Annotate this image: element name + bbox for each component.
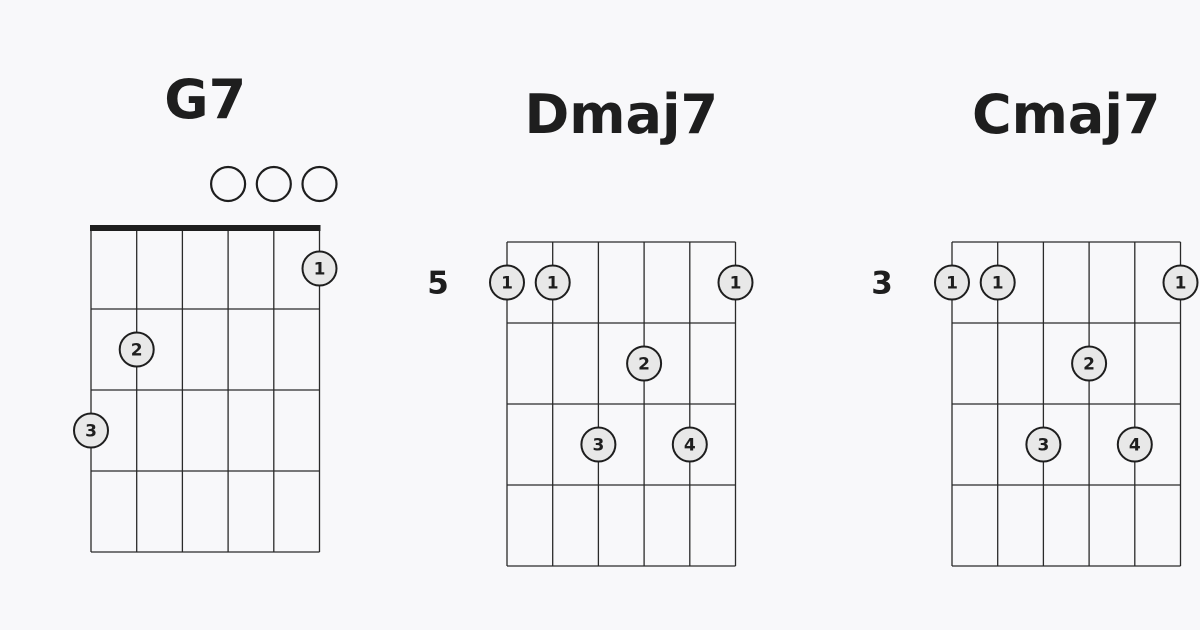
finger-number: 1 <box>314 260 326 280</box>
finger-dot-circle <box>1116 426 1153 463</box>
finger-dot: 2 <box>118 331 155 368</box>
finger-dot-circle <box>717 264 754 301</box>
finger-number: 3 <box>592 436 604 456</box>
open-string-marker <box>255 165 292 203</box>
chord-name: Dmaj7 <box>524 83 718 146</box>
finger-dot: 2 <box>1071 345 1108 382</box>
finger-dot: 3 <box>580 426 617 463</box>
finger-dot-circle <box>489 264 525 301</box>
finger-number: 4 <box>684 436 696 456</box>
finger-number: 1 <box>501 274 513 294</box>
finger-dot: 1 <box>534 264 571 301</box>
finger-dot-circle <box>626 345 663 382</box>
finger-dot-circle <box>979 264 1016 301</box>
finger-dot: 2 <box>626 345 663 382</box>
finger-dot-circle <box>1071 345 1108 382</box>
finger-dot: 1 <box>301 250 338 287</box>
finger-dot: 1 <box>489 264 525 301</box>
finger-dot: 1 <box>717 264 754 301</box>
finger-number: 2 <box>131 341 143 361</box>
finger-dot: 3 <box>1025 426 1062 463</box>
finger-dot-circle <box>1025 426 1062 463</box>
finger-dot-circle <box>118 331 155 368</box>
finger-dot-circle <box>671 426 708 463</box>
finger-number: 2 <box>1083 355 1095 375</box>
finger-dot: 3 <box>73 412 109 449</box>
finger-number: 1 <box>730 274 742 294</box>
finger-number: 1 <box>1175 274 1187 294</box>
finger-dot: 4 <box>1116 426 1153 463</box>
chord-name: G7 <box>164 68 246 131</box>
finger-number: 2 <box>638 355 650 375</box>
chord-cmaj7: Cmaj7 3 1 1 1 2 3 4 <box>871 83 1199 567</box>
chord-dmaj7: Dmaj7 5 1 1 1 2 3 4 <box>427 83 754 567</box>
fret-position-label: 3 <box>871 266 893 302</box>
finger-dot: 4 <box>671 426 708 463</box>
finger-number: 3 <box>1037 436 1049 456</box>
chord-name: Cmaj7 <box>972 83 1160 146</box>
finger-number: 1 <box>992 274 1004 294</box>
finger-dot: 1 <box>1162 264 1199 301</box>
finger-dot-circle <box>534 264 571 301</box>
finger-dot-circle <box>1162 264 1199 301</box>
finger-number: 4 <box>1129 436 1141 456</box>
finger-dot: 1 <box>934 264 970 301</box>
finger-dot-circle <box>73 412 109 449</box>
finger-dot: 1 <box>979 264 1016 301</box>
finger-dot-circle <box>301 250 338 287</box>
finger-number: 3 <box>85 422 97 442</box>
chord-g7: G7 1 2 3 <box>73 68 338 553</box>
finger-number: 1 <box>547 274 559 294</box>
finger-dot-circle <box>934 264 970 301</box>
open-string-marker <box>210 165 247 203</box>
finger-dot-circle <box>580 426 617 463</box>
finger-number: 1 <box>946 274 958 294</box>
fret-position-label: 5 <box>427 266 449 302</box>
open-string-marker <box>301 165 338 203</box>
